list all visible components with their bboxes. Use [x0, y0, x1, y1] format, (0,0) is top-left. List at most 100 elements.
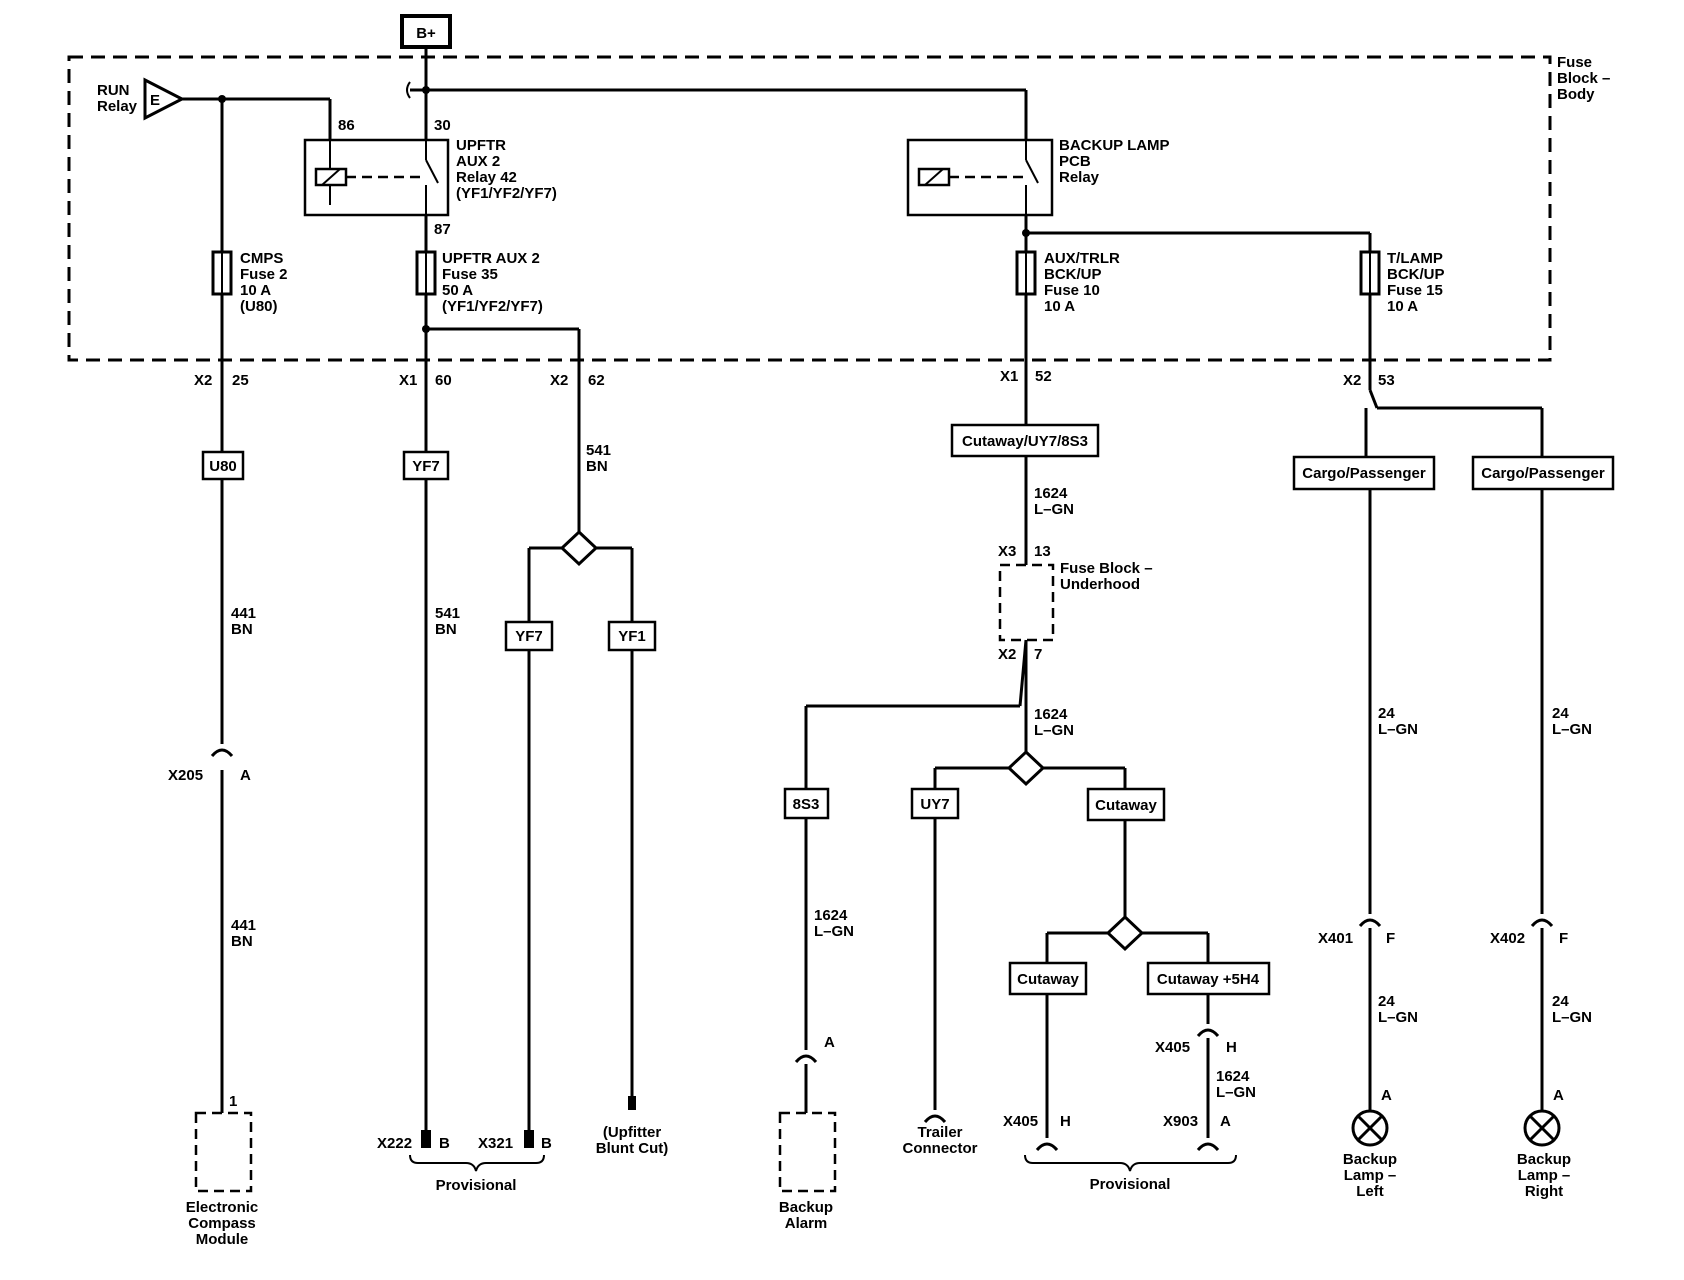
wire-24-a-2: L–GN — [1378, 721, 1418, 738]
wire-441-a-1: 441 — [231, 605, 256, 622]
conn-x321: X321 — [478, 1135, 513, 1152]
conn-x405-top-pin: H — [1226, 1039, 1237, 1056]
wire-541-b-1: 541 — [435, 605, 460, 622]
provisional-bracket-1 — [409, 1154, 545, 1172]
electronic-compass-module — [194, 1111, 253, 1193]
wire-441-b-1: 441 — [231, 917, 256, 934]
upftr-relay-label-3: Relay 42 — [456, 169, 517, 186]
fuse-aux-trlr-label-4: 10 A — [1044, 298, 1075, 315]
b-plus-terminal: B+ — [400, 14, 452, 49]
wire-1624-a-2: L–GN — [1034, 501, 1074, 518]
option-cargo-passenger-1 — [1292, 455, 1436, 491]
fuse-upftr-label-2: Fuse 35 — [442, 266, 498, 283]
run-relay-connector: E — [143, 77, 186, 121]
wire-24-c-1: 24 — [1552, 705, 1569, 722]
run-relay-label-1: RUN — [97, 82, 130, 99]
ecm-pin: 1 — [229, 1093, 237, 1110]
conn-x903: X903 — [1163, 1113, 1198, 1130]
conn-x222: X222 — [377, 1135, 412, 1152]
conn-x402-pin: F — [1559, 930, 1568, 947]
fuse-cmps-label-2: Fuse 2 — [240, 266, 288, 283]
run-relay-pin: E — [150, 92, 160, 109]
terminal-x321 — [524, 1130, 534, 1148]
conn-x2-25-pin: 25 — [232, 372, 249, 389]
fuse-t-lamp-label-2: BCK/UP — [1387, 266, 1445, 283]
inline-connector-x401 — [1358, 918, 1382, 928]
wire-1624-a-1: 1624 — [1034, 485, 1068, 502]
wire-24-b-1: 24 — [1378, 993, 1395, 1010]
upftr-relay-label-1: UPFTR — [456, 137, 506, 154]
inline-connector-x402 — [1530, 918, 1554, 928]
fuse-block-body-label-3: Body — [1557, 86, 1595, 103]
splice-yf7-yf1 — [559, 529, 599, 567]
upftr-relay-label-4: (YF1/YF2/YF7) — [456, 185, 557, 202]
conn-x1-52: X1 — [1000, 368, 1018, 385]
conn-x2-62: X2 — [550, 372, 568, 389]
option-cutaway-5h4-label: Cutaway +5H4 — [1157, 971, 1260, 988]
conn-x205: X205 — [168, 767, 203, 784]
conn-x405-bot-pin: H — [1060, 1113, 1071, 1130]
provisional-label-2: Provisional — [1090, 1176, 1171, 1193]
option-cutaway-5h4 — [1146, 961, 1271, 996]
conn-x401-pin: F — [1386, 930, 1395, 947]
conn-x2-25: X2 — [194, 372, 212, 389]
backup-lamp-right-bulb-icon — [1523, 1109, 1561, 1147]
upfitter-label-1: (Upfitter — [603, 1124, 661, 1141]
fuse-t-lamp-label-4: 10 A — [1387, 298, 1418, 315]
alarm-label-2: Alarm — [785, 1215, 828, 1232]
backup-lamp-left-bulb-icon — [1351, 1109, 1389, 1147]
fuse-block-body-boundary — [67, 55, 1552, 362]
wire-24-c-2: L–GN — [1552, 721, 1592, 738]
fuse-block-underhood-label-2: Underhood — [1060, 576, 1140, 593]
wire-1624-d-1: 1624 — [1216, 1068, 1250, 1085]
inline-connector-x405 — [1196, 1028, 1220, 1038]
conn-x2-62-pin: 62 — [588, 372, 605, 389]
inline-connector-x205 — [210, 748, 234, 758]
upftr-relay-label-2: AUX 2 — [456, 153, 500, 170]
wire-541-b-2: BN — [435, 621, 457, 638]
option-cutaway-label: Cutaway — [1095, 797, 1157, 814]
conn-x405-top: X405 — [1155, 1039, 1190, 1056]
conn-x405-bot: X405 — [1003, 1113, 1038, 1130]
upftr-relay-pin-30: 30 — [434, 117, 451, 134]
option-yf7-b-label: YF7 — [515, 628, 543, 645]
conn-x1-52-pin: 52 — [1035, 368, 1052, 385]
lamp-right-label-3: Right — [1525, 1183, 1563, 1200]
option-uy7 — [910, 787, 960, 820]
backup-relay-label-2: PCB — [1059, 153, 1091, 170]
lamp-left-label-1: Backup — [1343, 1151, 1397, 1168]
wire-24-b-2: L–GN — [1378, 1009, 1418, 1026]
alarm-label-1: Backup — [779, 1199, 833, 1216]
wire-441-b-2: BN — [231, 933, 253, 950]
fuse-aux-trlr-label-2: BCK/UP — [1044, 266, 1102, 283]
provisional-bracket-2 — [1024, 1154, 1237, 1172]
option-yf7-a-label: YF7 — [412, 458, 440, 475]
conn-x2-53: X2 — [1343, 372, 1361, 389]
fuse-cmps-label-1: CMPS — [240, 250, 283, 267]
option-u80 — [201, 450, 245, 481]
option-8s3-label: 8S3 — [793, 796, 820, 813]
upftr-aux2-relay — [303, 138, 450, 217]
conn-x903-pin: A — [1220, 1113, 1231, 1130]
backup-lamp-pcb-relay — [906, 138, 1054, 217]
option-yf7-a — [402, 450, 450, 481]
fuse-upftr-label-1: UPFTR AUX 2 — [442, 250, 540, 267]
wire-1624-d-2: L–GN — [1216, 1084, 1256, 1101]
conn-x2-7: X2 — [998, 646, 1016, 663]
fuse-t-lamp-label-1: T/LAMP — [1387, 250, 1443, 267]
conn-x1-60: X1 — [399, 372, 417, 389]
upfitter-label-2: Blunt Cut) — [596, 1140, 668, 1157]
upfitter-blunt-cut-end — [628, 1096, 636, 1110]
lamp-right-label-2: Lamp – — [1518, 1167, 1571, 1184]
trailer-connector-symbol — [923, 1114, 947, 1124]
conn-x321-pin: B — [541, 1135, 552, 1152]
lamp-right-label-1: Backup — [1517, 1151, 1571, 1168]
trailer-label-2: Connector — [903, 1140, 978, 1157]
conn-x3-13: X3 — [998, 543, 1016, 560]
fuse-t-lamp-label-3: Fuse 15 — [1387, 282, 1443, 299]
wire-1624-b-1: 1624 — [1034, 706, 1068, 723]
splice-uy7-cutaway — [1006, 749, 1046, 787]
conn-x1-60-pin: 60 — [435, 372, 452, 389]
option-cutaway-uy7-8s3-label: Cutaway/UY7/8S3 — [962, 433, 1088, 450]
wire-541-a-1: 541 — [586, 442, 611, 459]
